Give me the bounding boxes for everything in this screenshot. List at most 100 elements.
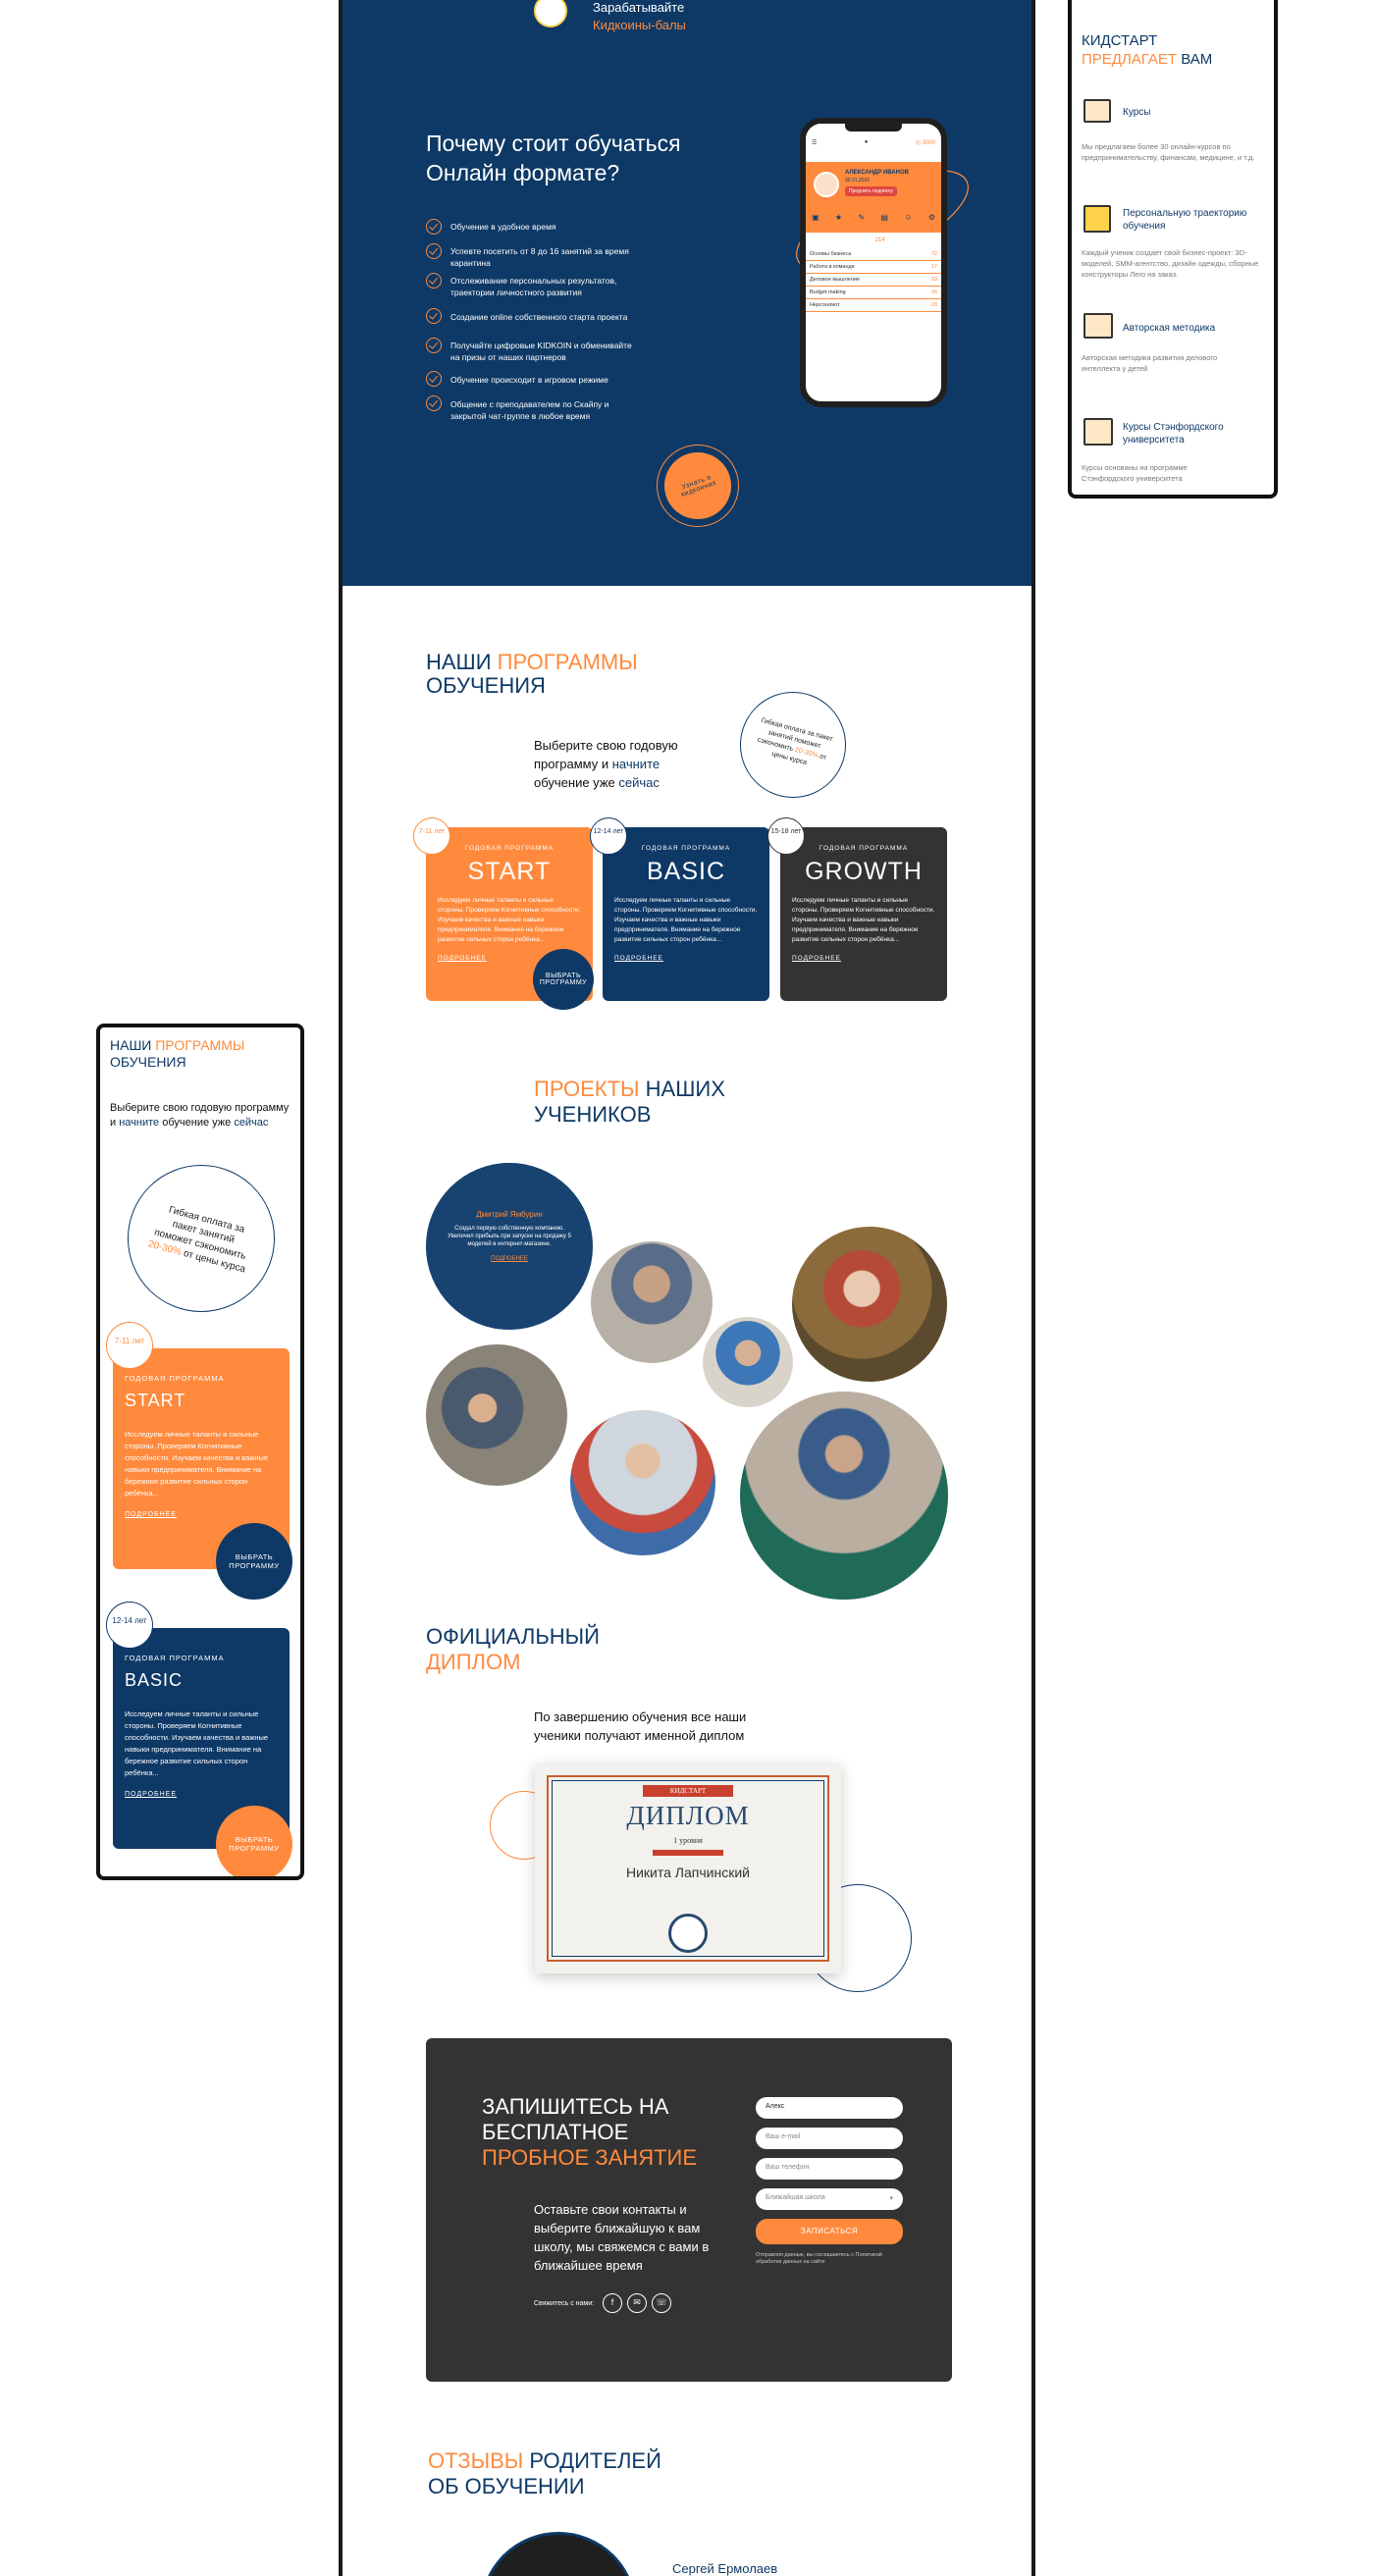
program-tag: ГОДОВАЯ ПРОГРАММА [819,845,909,852]
program-card-growth[interactable]: ГОДОВАЯ ПРОГРАММА GROWTH Исследуем личны… [780,827,947,1001]
left-choose-program-button[interactable]: ВЫБРАТЬ ПРОГРАММУ [216,1806,292,1876]
user-date: 30.01.2020 [845,178,871,184]
diploma-word: ДИПЛОМ [626,1801,750,1830]
student-photo[interactable] [792,1227,947,1382]
logo-icon: ● [864,139,869,145]
offer-title: Авторская методика [1123,323,1216,334]
more-link[interactable]: ПОДРОБНЕЕ [125,1791,178,1798]
student-photo[interactable] [591,1241,713,1363]
signup-form: Алекс Ваш e-mail Ваш телефон Ближайшая ш… [756,2097,903,2333]
benefit-item: Обучение в удобное время [450,222,556,232]
school-select[interactable]: Ближайшая школа ▾ [756,2188,903,2210]
diploma-seal-icon [668,1914,708,1953]
hero-title-line1: Почему стоит обучаться [426,131,681,156]
school-select-value: Ближайшая школа [766,2194,825,2201]
age-badge: 7-11 лет [413,817,450,855]
age-badge: 12-14 лет [590,817,627,855]
check-icon [426,243,442,259]
program-tag: ГОДОВАЯ ПРОГРАММА [464,845,555,852]
diploma-name-ribbon [653,1850,723,1856]
program-name: START [467,858,552,885]
profile-icons-row: ▣★✎▤☺⚙ [812,213,935,222]
program-card-basic[interactable]: ГОДОВАЯ ПРОГРАММА BASIC Исследуем личные… [603,827,769,1001]
email-field[interactable]: Ваш e-mail [756,2128,903,2149]
more-link[interactable]: ПОДРОБНЕЕ [125,1511,178,1518]
featured-student-name: Дмитрий Ямбурин [476,1210,543,1219]
more-link[interactable]: ПОДРОБНЕЕ [792,955,841,962]
laptop-icon [1083,99,1111,123]
offer-text: Каждый ученик создает свой бизнес-проект… [1082,248,1259,279]
student-photo[interactable] [426,1344,567,1486]
extend-subscription-button[interactable]: Продлить подписку [845,186,897,196]
kidcoin-cta-outline [657,445,739,527]
program-description: Исследуем личные таланты и сильные сторо… [125,1709,269,1777]
choose-program-button[interactable]: ВЫБРАТЬ ПРОГРАММУ [533,949,594,1010]
student-photo[interactable] [740,1392,948,1600]
featured-more-link[interactable]: ПОДРОБНЕЕ [491,1256,528,1262]
age-badge: 15-18 лет [767,817,805,855]
rating-label: Глобальный рейтинг [810,237,872,243]
more-link[interactable]: ПОДРОБНЕЕ [438,955,487,962]
diploma-student-name: Никита Лапчинский [626,1865,750,1880]
phone-field[interactable]: Ваш телефон [756,2158,903,2180]
signup-text: Оставьте свои контакты и выберите ближай… [534,2202,710,2273]
social-icon-3[interactable]: ☏ [652,2293,671,2313]
benefit-item: Успевте посетить от 8 до 16 занятий за в… [450,246,629,268]
social-label: Свяжитесь с нами: [534,2300,595,2307]
social-icon-1[interactable]: f [603,2293,622,2313]
check-icon [426,395,442,411]
name-field[interactable]: Алекс [756,2097,903,2119]
program-name: START [125,1391,186,1410]
offer-title: Персональную траекторию обучения [1123,208,1247,232]
rating-value: 214 [874,237,885,243]
profile-card: АЛЕКСАНДР ИВАНОВ 30.01.2020 Продлить под… [806,162,941,233]
phone-mockup: ☰ ● ◎ 3000 Личный кабинет АЛЕКСАНДР ИВАН… [800,118,947,407]
program-description: Исследуем личные таланты и сильные сторо… [438,897,581,943]
kidcoin-cta-label: Узнать о кидкоинах [680,474,718,499]
left-discount-circle: Гибкая оплата за пакет занятий поможет с… [128,1165,275,1312]
check-icon [426,338,442,353]
age-badge: 7-11 лет [106,1322,153,1369]
check-icon [426,308,442,324]
book-icon [1083,313,1113,339]
diploma-level: 1 уровня [673,1836,703,1845]
check-icon [426,273,442,289]
route-icon [1083,205,1111,233]
benefit-item: Отслеживание персональных результатов, т… [450,276,617,297]
offer-text: Курсы основаны на программе Стэнфордског… [1082,463,1188,483]
more-link[interactable]: ПОДРОБНЕЕ [614,955,663,962]
main-page-frame: Зарабатывайте Кидкоины-балы Почему стоит… [339,0,1035,2576]
avatar [814,172,839,197]
coin-icon: ◎ 3000 [915,140,935,146]
left-choose-program-button[interactable]: ВЫБРАТЬ ПРОГРАММУ [216,1523,292,1600]
reviewer-avatar [480,2532,637,2576]
reviewer-name: Сергей Ермолаев [672,2561,778,2576]
student-photo[interactable] [570,1410,715,1555]
offer-title: Курсы [1123,107,1151,118]
submit-button[interactable]: ЗАПИСАТЬСЯ [756,2219,903,2244]
menu-icon[interactable]: ☰ [812,140,818,146]
project-featured-photo[interactable]: Дмитрий Ямбурин Создал первую собственну… [426,1163,593,1330]
program-tag: ГОДОВАЯ ПРОГРАММА [125,1374,225,1383]
program-name: BASIC [125,1670,184,1690]
student-photo[interactable] [703,1317,793,1407]
check-icon [426,371,442,387]
user-name: АЛЕКСАНДР ИВАНОВ [845,170,910,176]
benefit-item: Получайте цифровые KIDKOIN и обменивайте… [450,341,632,362]
social-icon-2[interactable]: ✉ [627,2293,647,2313]
discount-circle: Гибкая оплата за пакет занятий поможет с… [740,692,846,798]
age-badge: 12-14 лет [106,1602,153,1649]
